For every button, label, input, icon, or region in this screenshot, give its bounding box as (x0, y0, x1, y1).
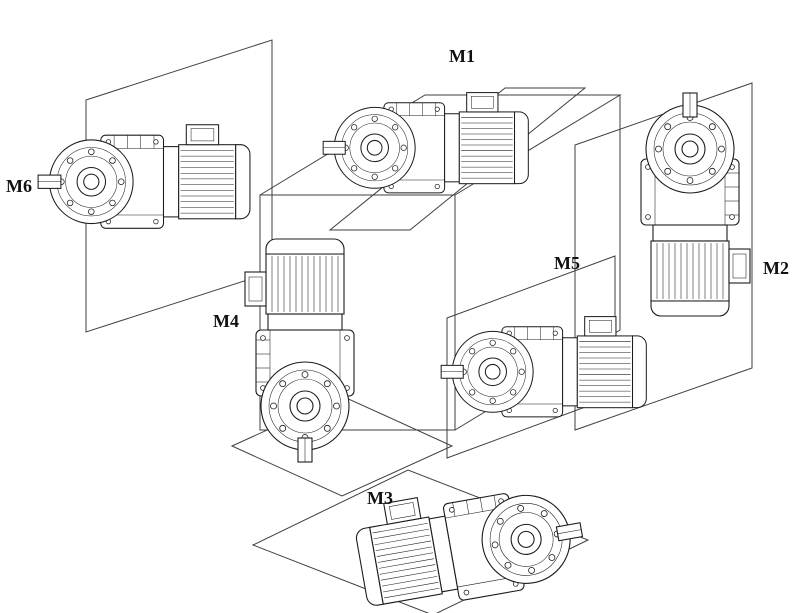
label-m2: M2 (763, 258, 789, 278)
gearmotor-m4 (244, 238, 355, 463)
gearmotor-m6 (37, 124, 251, 229)
label-m5: M5 (554, 253, 580, 273)
gearmotor-m5 (440, 316, 647, 418)
label-m4: M4 (213, 311, 239, 331)
label-m3: M3 (367, 488, 393, 508)
label-m6: M6 (6, 176, 32, 196)
gearmotor-m1 (322, 92, 529, 194)
label-m1: M1 (449, 46, 475, 66)
gearmotor-m2 (640, 92, 751, 317)
